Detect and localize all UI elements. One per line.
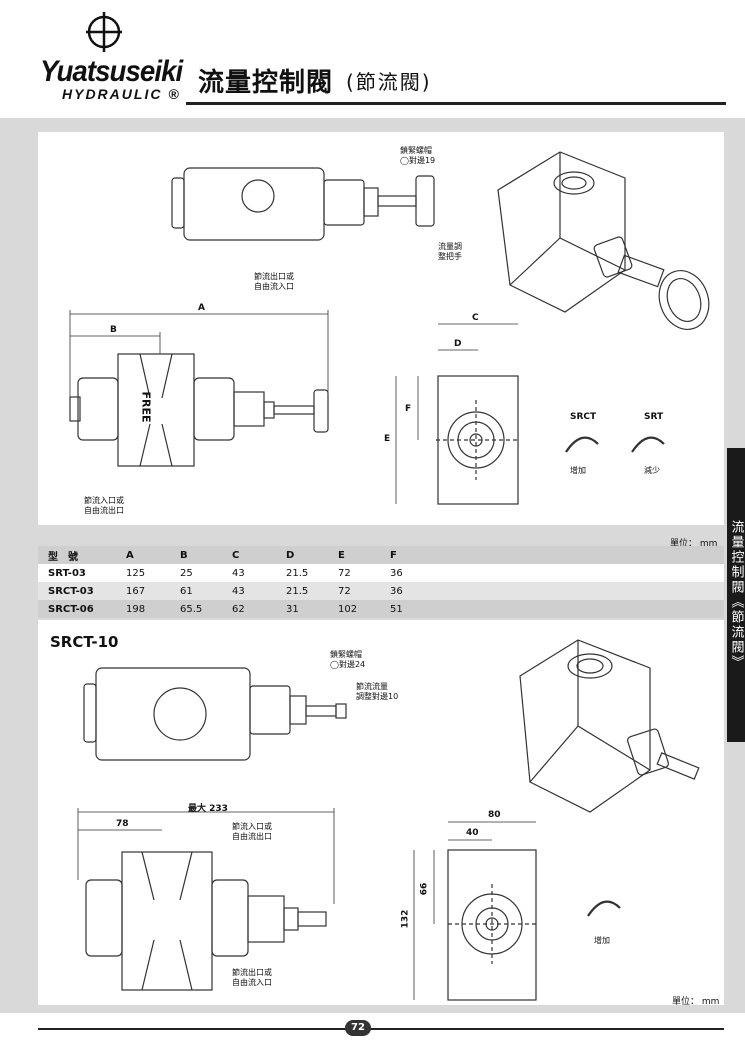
table-row: SRCT-06 198 65.5 62 31 102 51 — [38, 600, 724, 618]
rotation-effect-srct: 增加 — [570, 466, 586, 475]
table-cell: 167 — [126, 585, 146, 597]
table-cell: 43 — [232, 585, 245, 597]
lock-nut-label: 鎖緊螺帽 — [400, 146, 432, 155]
bottom-lock-nut-size-label: ◯對邊24 — [330, 660, 366, 669]
dim-label-d: D — [454, 339, 462, 349]
dim-label-a: A — [198, 303, 205, 313]
lock-nut-size-label: ◯對邊19 — [400, 156, 436, 165]
table-header-c: C — [232, 549, 240, 561]
bottom-unit-label: 單位： mm — [672, 997, 720, 1007]
rotation-model-srct: SRCT — [570, 412, 597, 422]
table-cell: 31 — [286, 603, 299, 615]
spec-table: 型 號 A B C D E F SRT-03 125 25 43 21.5 72… — [38, 546, 724, 618]
table-cell: 36 — [390, 567, 403, 579]
bottom-drawing-panel — [38, 620, 724, 1005]
bottom-throttle-outlet-label-line2: 自由流入口 — [232, 978, 272, 987]
throttle-inlet-label-line1: 節流入口或 — [84, 496, 124, 505]
table-header-e: E — [338, 549, 345, 561]
table-cell: SRCT-06 — [48, 603, 94, 615]
table-header-row: 型 號 A B C D E F — [38, 546, 724, 564]
bottom-throttle-inlet-label-line2: 自由流出口 — [232, 832, 272, 841]
bottom-adjust-label-line2: 調整對邊10 — [356, 692, 399, 701]
section-title-srct10: SRCT-10 — [50, 633, 119, 651]
page-number: 72 — [345, 1020, 371, 1036]
table-cell: 51 — [390, 603, 403, 615]
dim-label-max-length: 最大 233 — [188, 804, 228, 814]
section-side-tab[interactable]: 流量控制閥《節流閥》 — [727, 448, 745, 742]
table-cell: 62 — [232, 603, 245, 615]
dim-label-40: 40 — [466, 828, 479, 838]
table-cell: SRCT-03 — [48, 585, 94, 597]
dim-label-c: C — [472, 313, 479, 323]
table-header-model: 型 號 — [48, 551, 78, 563]
brand-subtitle: HYDRAULIC ® — [62, 86, 181, 102]
bottom-increase-label: 增加 — [594, 936, 610, 945]
top-drawing-panel — [38, 132, 724, 525]
dim-label-80: 80 — [488, 810, 501, 820]
dim-label-f: F — [405, 404, 412, 414]
bottom-lock-nut-label: 鎖緊螺帽 — [330, 650, 362, 659]
bottom-adjust-label-line1: 節流流量 — [356, 682, 388, 691]
table-cell: SRT-03 — [48, 567, 86, 579]
free-flow-label: FREE — [139, 391, 153, 423]
brand-name: Yuatsuseiki — [40, 55, 183, 88]
table-header-d: D — [286, 549, 295, 561]
table-cell: 72 — [338, 567, 351, 579]
throttle-inlet-label-line2: 自由流出口 — [84, 506, 124, 515]
dim-label-b: B — [110, 325, 117, 335]
bottom-throttle-outlet-label-line1: 節流出口或 — [232, 968, 272, 977]
footer-rule — [38, 1028, 724, 1030]
table-cell: 65.5 — [180, 603, 203, 615]
table-cell: 102 — [338, 603, 358, 615]
table-header-b: B — [180, 549, 188, 561]
page-subtitle: (節流閥) — [346, 70, 432, 94]
page-title: 流量控制閥 — [198, 68, 334, 98]
knob-label-line1: 流量調 — [438, 242, 462, 251]
table-header-f: F — [390, 549, 397, 561]
brand-logo-icon — [86, 12, 122, 52]
table-cell: 25 — [180, 567, 193, 579]
table-cell: 72 — [338, 585, 351, 597]
dim-label-e: E — [384, 434, 391, 444]
table-row: SRCT-03 167 61 43 21.5 72 36 — [38, 582, 724, 600]
table-cell: 43 — [232, 567, 245, 579]
table-header-a: A — [126, 549, 134, 561]
table-cell: 21.5 — [286, 567, 309, 579]
table-cell: 21.5 — [286, 585, 309, 597]
table-unit-label: 單位： mm — [670, 539, 718, 549]
table-row: SRT-03 125 25 43 21.5 72 36 — [38, 564, 724, 582]
knob-label-line2: 整把手 — [438, 252, 462, 261]
bottom-throttle-inlet-label-line1: 節流入口或 — [232, 822, 272, 831]
dim-label-66: 66 — [419, 882, 430, 896]
rotation-model-srt: SRT — [644, 412, 664, 422]
dim-label-78: 78 — [116, 819, 129, 829]
throttle-outlet-label-line1: 節流出口或 — [254, 272, 294, 281]
dim-label-132: 132 — [400, 909, 411, 929]
throttle-outlet-label-line2: 自由流入口 — [254, 282, 294, 291]
rotation-effect-srt: 減少 — [644, 466, 660, 475]
table-cell: 61 — [180, 585, 193, 597]
table-cell: 198 — [126, 603, 146, 615]
table-cell: 125 — [126, 567, 146, 579]
header-rule — [186, 102, 726, 105]
table-cell: 36 — [390, 585, 403, 597]
